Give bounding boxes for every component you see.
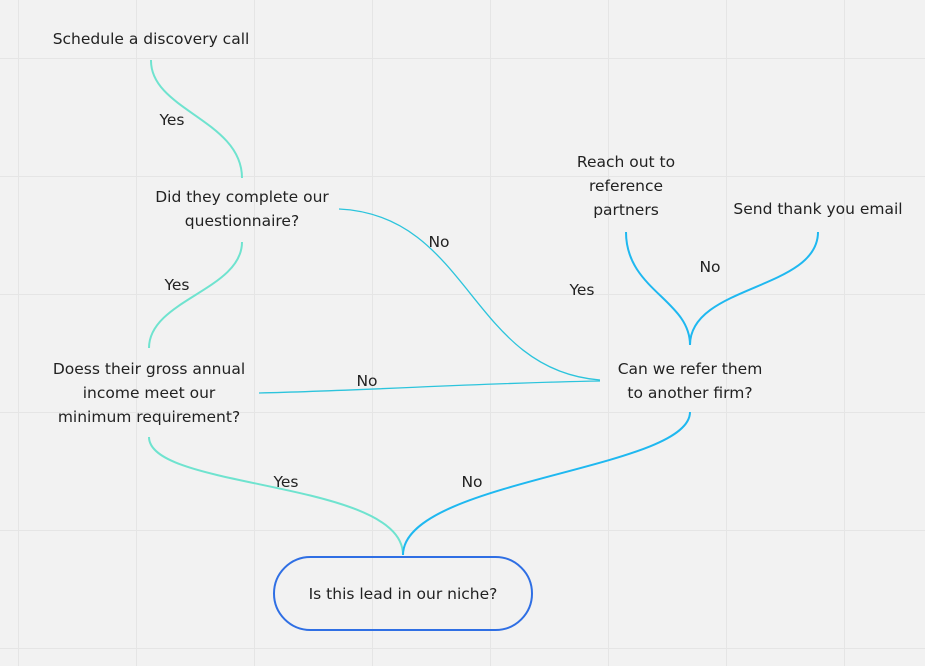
edge-label-schedule-questionnaire: Yes bbox=[159, 111, 185, 129]
node-refer-line-1: Can we refer them bbox=[617, 360, 763, 378]
connector-questionnaire-income[interactable] bbox=[148, 241, 243, 349]
edge-label-income-refer: No bbox=[356, 372, 378, 390]
node-niche-text: Is this lead in our niche? bbox=[308, 584, 498, 603]
node-reach-out-partners[interactable]: Reach out to reference partners bbox=[577, 150, 675, 222]
node-income-line-2: income meet our bbox=[82, 384, 216, 402]
edge-label-refer-thank-you: No bbox=[699, 258, 721, 276]
connector-refer-niche[interactable] bbox=[402, 411, 691, 556]
edge-label-refer-reach-out: Yes bbox=[569, 281, 595, 299]
connector-income-niche[interactable] bbox=[148, 436, 404, 556]
node-thank-you-text: Send thank you email bbox=[733, 200, 903, 218]
edge-label-refer-niche: No bbox=[461, 473, 483, 491]
connector-income-refer[interactable] bbox=[258, 380, 601, 394]
node-questionnaire-line-2: questionnaire? bbox=[184, 212, 300, 230]
node-reach-out-line-1: Reach out to bbox=[576, 153, 676, 171]
edge-label-questionnaire-refer: No bbox=[428, 233, 450, 251]
node-lead-in-niche[interactable]: Is this lead in our niche? bbox=[273, 556, 533, 631]
connector-refer-thank-you[interactable] bbox=[689, 231, 819, 346]
node-questionnaire[interactable]: Did they complete our questionnaire? bbox=[155, 185, 329, 233]
edge-label-income-niche: Yes bbox=[273, 473, 299, 491]
node-questionnaire-line-1: Did they complete our bbox=[155, 188, 329, 206]
node-schedule-text: Schedule a discovery call bbox=[52, 30, 250, 48]
connector-questionnaire-refer[interactable] bbox=[338, 208, 601, 381]
node-reach-out-line-3: partners bbox=[593, 201, 659, 219]
node-refer-line-2: to another firm? bbox=[627, 384, 753, 402]
node-schedule-discovery-call[interactable]: Schedule a discovery call bbox=[53, 27, 250, 51]
node-send-thank-you-email[interactable]: Send thank you email bbox=[733, 197, 902, 221]
node-refer-another-firm[interactable]: Can we refer them to another firm? bbox=[618, 357, 763, 405]
edge-label-questionnaire-income: Yes bbox=[164, 276, 190, 294]
connector-refer-reach-out[interactable] bbox=[625, 231, 691, 346]
node-income-requirement[interactable]: Doess their gross annual income meet our… bbox=[53, 357, 245, 429]
node-income-line-1: Doess their gross annual bbox=[52, 360, 246, 378]
node-income-line-3: minimum requirement? bbox=[57, 408, 241, 426]
node-reach-out-line-2: reference bbox=[588, 177, 664, 195]
connector-schedule-questionnaire[interactable] bbox=[149, 59, 243, 179]
